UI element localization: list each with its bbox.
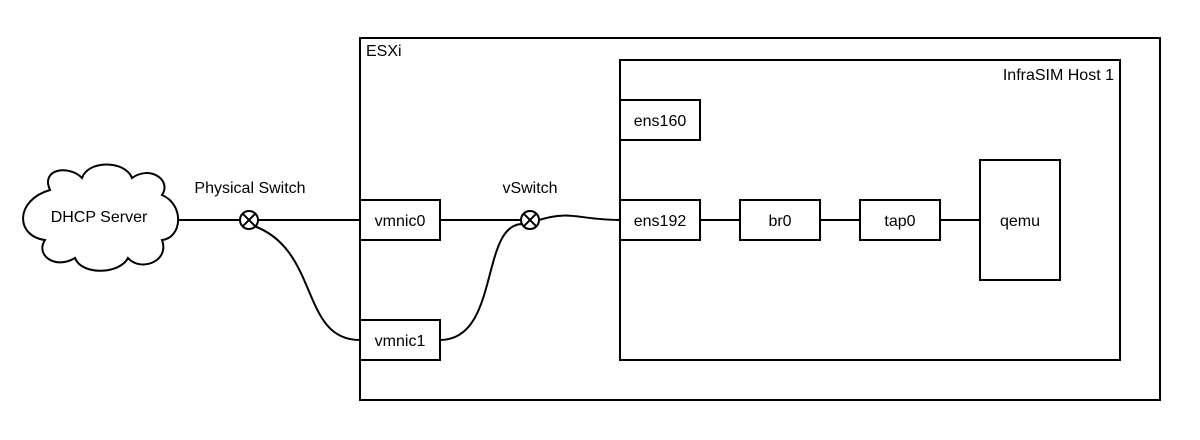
vmnic1-node: vmnic1	[359, 319, 441, 361]
dhcp-server-label: DHCP Server	[51, 209, 148, 226]
esxi-label: ESXi	[366, 43, 402, 60]
infrasim-host-label: InfraSIM Host 1	[1003, 67, 1114, 84]
connection-wires	[176, 214, 980, 341]
ens160-label: ens160	[634, 113, 687, 130]
ens192-label: ens192	[634, 213, 687, 230]
br0-node: br0	[739, 199, 821, 241]
dhcp-server-cloud: DHCP Server	[22, 163, 180, 272]
br0-label: br0	[768, 213, 791, 230]
vswitch-label: vSwitch	[502, 180, 557, 197]
ens160-node: ens160	[619, 99, 701, 141]
vmnic1-label: vmnic1	[375, 333, 426, 350]
physical-switch-label: Physical Switch	[194, 180, 305, 197]
cloud-icon	[22, 163, 180, 272]
tap0-label: tap0	[884, 213, 915, 230]
vmnic0-label: vmnic0	[375, 213, 426, 230]
physical-switch-icon	[239, 210, 259, 230]
vswitch-icon	[520, 210, 540, 230]
wire-pswitch-vmnic1	[253, 225, 361, 341]
wire-vmnic1-vswitch	[439, 223, 523, 341]
ens192-node: ens192	[619, 199, 701, 241]
qemu-node: qemu	[979, 159, 1061, 281]
wire-vswitch-ens192	[538, 214, 621, 221]
qemu-label: qemu	[1000, 213, 1040, 230]
tap0-node: tap0	[859, 199, 941, 241]
vmnic0-node: vmnic0	[359, 199, 441, 241]
